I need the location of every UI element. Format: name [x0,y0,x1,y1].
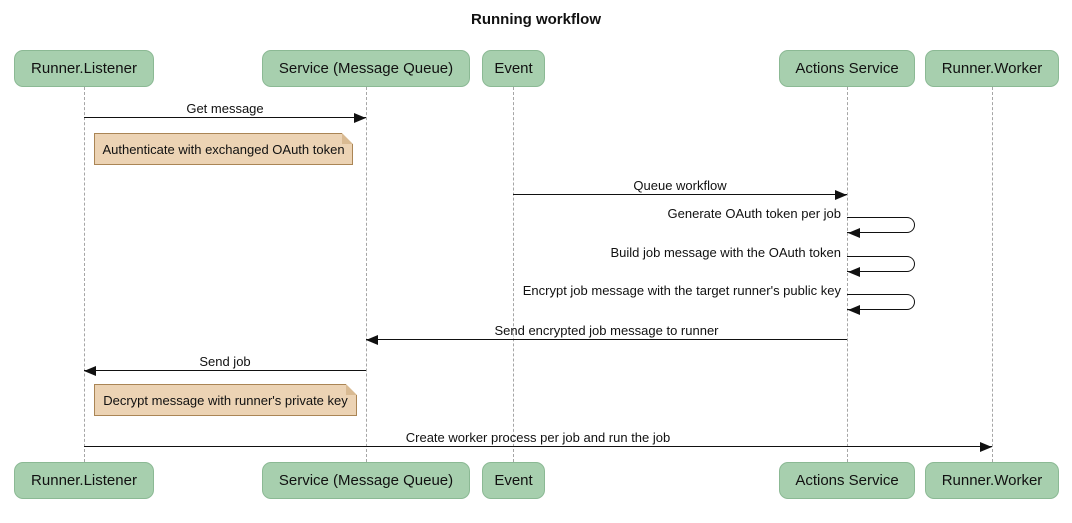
actor-actions-service-top: Actions Service [779,50,915,87]
msg-create-worker-arrowhead-icon [980,442,992,452]
self-msg-generate-oauth-label: Generate OAuth token per job [667,206,841,221]
self-msg-build-job-label: Build job message with the OAuth token [610,245,841,260]
msg-create-worker-line [84,446,992,447]
actor-service-message-queue-top: Service (Message Queue) [262,50,470,87]
msg-send-encrypted-arrowhead-icon [366,335,378,345]
actor-runner-listener-top: Runner.Listener [14,50,154,87]
self-msg-encrypt-job-arrowhead-icon [848,305,860,315]
lifeline-runner-worker [992,87,993,462]
actor-runner-worker-bottom: Runner.Worker [925,462,1059,499]
lifeline-service-message-queue [366,87,367,462]
msg-queue-workflow-arrowhead-icon [835,190,847,200]
note-decrypt: Decrypt message with runner's private ke… [94,384,357,416]
msg-send-encrypted-line [366,339,847,340]
self-msg-generate-oauth-arrowhead-icon [848,228,860,238]
msg-queue-workflow-label: Queue workflow [633,178,727,193]
self-msg-generate-oauth-loop [847,217,915,233]
msg-send-encrypted-label: Send encrypted job message to runner [494,323,719,338]
self-msg-build-job-loop [847,256,915,272]
diagram-title: Running workflow [471,11,601,28]
lifeline-event [513,87,514,462]
self-msg-encrypt-job-label: Encrypt job message with the target runn… [522,283,841,298]
actor-event-bottom: Event [482,462,545,499]
msg-send-job-arrowhead-icon [84,366,96,376]
actor-event-top: Event [482,50,545,87]
msg-get-message-arrowhead-icon [354,113,366,123]
actor-runner-worker-top: Runner.Worker [925,50,1059,87]
lifeline-actions-service [847,87,848,462]
actor-service-message-queue-bottom: Service (Message Queue) [262,462,470,499]
self-msg-encrypt-job-loop [847,294,915,310]
actor-actions-service-bottom: Actions Service [779,462,915,499]
note-authenticate: Authenticate with exchanged OAuth token [94,133,353,165]
msg-get-message-line [84,117,366,118]
msg-send-job-line [84,370,366,371]
msg-send-job-label: Send job [199,354,251,369]
msg-create-worker-label: Create worker process per job and run th… [405,430,671,445]
self-msg-build-job-arrowhead-icon [848,267,860,277]
lifeline-runner-listener [84,87,85,462]
msg-get-message-label: Get message [186,101,264,116]
msg-queue-workflow-line [513,194,847,195]
actor-runner-listener-bottom: Runner.Listener [14,462,154,499]
